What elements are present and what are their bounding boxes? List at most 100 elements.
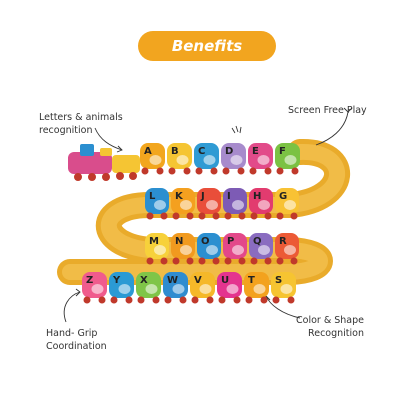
car-letter: Y — [112, 275, 121, 286]
animal-picture — [154, 200, 166, 210]
wheel — [218, 296, 226, 304]
car-letter: N — [175, 236, 183, 247]
animal-picture — [176, 155, 189, 165]
wheel — [276, 212, 284, 220]
car-letter: T — [248, 275, 255, 286]
letter-car-a: A — [140, 143, 165, 175]
letter-car-q: Q — [249, 233, 273, 265]
wheel — [276, 167, 284, 175]
animal-picture — [253, 284, 266, 294]
callout-text-line: Screen Free Play — [288, 105, 367, 116]
wheel — [237, 167, 245, 175]
callout-text-line: Recognition — [308, 328, 364, 339]
animal-picture — [118, 284, 131, 294]
letter-car-y: Y — [109, 272, 134, 304]
car-letter: S — [275, 275, 282, 286]
wheel — [160, 257, 168, 265]
wheel — [238, 257, 246, 265]
letter-car-s: S — [271, 272, 296, 304]
callout-color-shape: Color & Shape Recognition — [296, 314, 364, 340]
wheel — [110, 296, 118, 304]
wheel — [264, 257, 272, 265]
wheel — [164, 296, 172, 304]
wheel — [224, 257, 232, 265]
wheel — [137, 296, 145, 304]
wheel — [186, 212, 194, 220]
wheel — [291, 167, 299, 175]
animal-picture — [91, 284, 104, 294]
track-edge — [62, 143, 346, 280]
wheel — [141, 167, 149, 175]
arrow-letters-head — [116, 145, 123, 153]
letter-car-c: C — [194, 143, 219, 175]
animal-picture — [203, 155, 216, 165]
benefits-badge: Benefits — [138, 31, 276, 61]
car-letter: R — [279, 236, 287, 247]
letter-car-i: I — [223, 188, 247, 220]
car-letter: Q — [253, 236, 262, 247]
wheel — [198, 257, 206, 265]
wheel — [233, 296, 241, 304]
wheel — [198, 212, 206, 220]
wheel — [276, 257, 284, 265]
animal-picture — [258, 245, 270, 255]
car-letter: A — [144, 146, 152, 157]
callout-text-line: Letters & animals — [39, 112, 123, 123]
car-letter: H — [253, 191, 261, 202]
letter-car-x: X — [136, 272, 161, 304]
wheel — [195, 167, 203, 175]
wheel — [146, 212, 154, 220]
wheel — [186, 257, 194, 265]
car-letter: Z — [86, 275, 93, 286]
car-letter: P — [227, 236, 234, 247]
letter-car-b: B — [167, 143, 192, 175]
animal-picture — [284, 155, 297, 165]
car-letter: L — [149, 191, 156, 202]
car-letter: U — [221, 275, 229, 286]
callout-text-line: Color & Shape — [296, 315, 364, 326]
animal-picture — [258, 200, 270, 210]
letter-car-d: D — [221, 143, 246, 175]
animal-picture — [284, 200, 296, 210]
wheel — [206, 296, 214, 304]
animal-picture — [149, 155, 162, 165]
letter-car-v: V — [190, 272, 215, 304]
letter-car-g: G — [275, 188, 299, 220]
callout-text-line: Hand- Grip — [46, 328, 98, 339]
letter-car-h: H — [249, 188, 273, 220]
letter-car-t: T — [244, 272, 269, 304]
car-letter: W — [167, 275, 178, 286]
callout-hand-grip: Hand- Grip Coordination — [46, 327, 107, 353]
animal-picture — [226, 284, 239, 294]
wheel — [172, 257, 180, 265]
letter-car-n: N — [171, 233, 195, 265]
wheel — [125, 296, 133, 304]
car-letter: C — [198, 146, 205, 157]
letter-car-p: P — [223, 233, 247, 265]
letter-car-o: O — [197, 233, 221, 265]
arrow-screen — [315, 111, 349, 146]
wheel — [191, 296, 199, 304]
wheel — [245, 296, 253, 304]
animal-picture — [230, 155, 243, 165]
wheel — [224, 212, 232, 220]
wheel — [156, 167, 164, 175]
wheel — [238, 212, 246, 220]
letter-car-f: F — [275, 143, 300, 175]
wheel — [260, 296, 268, 304]
wheel — [264, 212, 272, 220]
wheel — [146, 257, 154, 265]
wheel — [152, 296, 160, 304]
car-letter: J — [200, 191, 205, 202]
benefits-title: Benefits — [171, 37, 243, 55]
car-letter: G — [279, 191, 287, 202]
animal-picture — [180, 245, 192, 255]
wheel — [83, 296, 91, 304]
wheel — [250, 257, 258, 265]
car-letter: F — [279, 146, 286, 157]
letter-car-j: J — [197, 188, 221, 220]
animal-picture — [172, 284, 185, 294]
wheel — [172, 212, 180, 220]
